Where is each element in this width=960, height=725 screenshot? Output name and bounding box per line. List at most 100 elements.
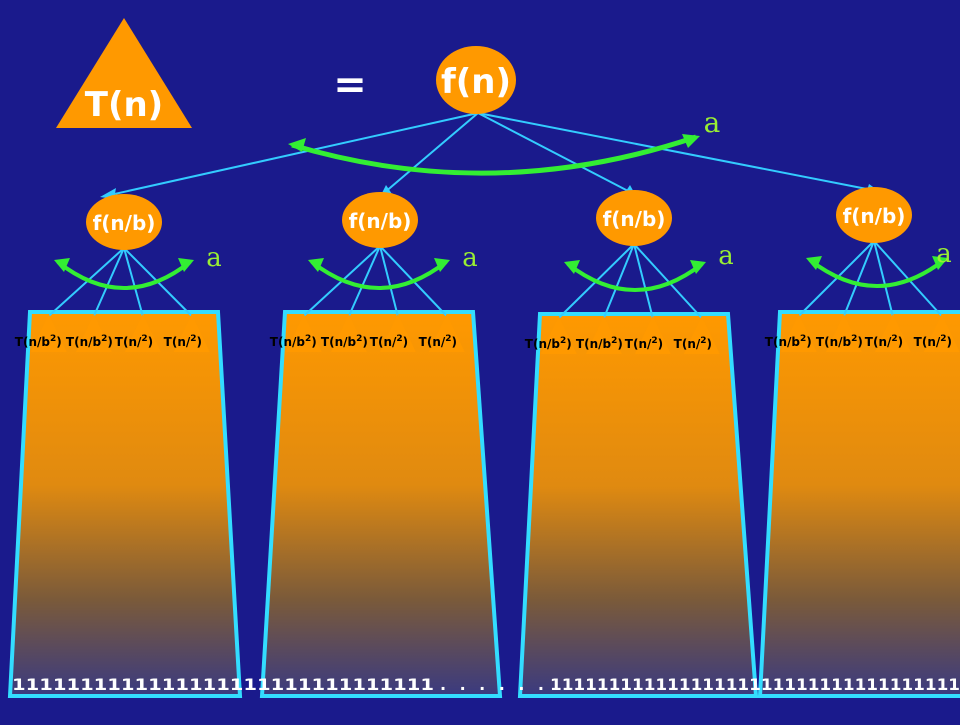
leaf-label: T(n/b2) bbox=[525, 336, 572, 351]
leaf-label-close: ) bbox=[56, 335, 61, 349]
bottom-ones-left: 1111111111111111111111111111111 bbox=[12, 675, 434, 694]
leaf-label-close: ) bbox=[806, 335, 811, 349]
leaf-label-text: T(n/ bbox=[914, 335, 941, 349]
subtree-body bbox=[7, 310, 243, 698]
leaf-label-exponent: 2 bbox=[560, 336, 566, 346]
arc-arrowhead bbox=[54, 258, 70, 272]
root-edge-4 bbox=[477, 112, 873, 191]
child-branch-arc bbox=[566, 262, 704, 292]
leaf-label-close: ) bbox=[452, 335, 457, 349]
leaf-label-text: T(n/b bbox=[270, 335, 306, 349]
root-triangle-label: T(n) bbox=[85, 85, 163, 125]
leaf-label: T(n/b2) bbox=[321, 334, 368, 349]
leaf-label-close: ) bbox=[947, 335, 952, 349]
leaf-label-text: T(n/ bbox=[370, 335, 397, 349]
leaf-label-exponent: 2 bbox=[700, 336, 706, 346]
arc-arrowhead bbox=[932, 256, 948, 270]
leaf-label: T(n/2) bbox=[370, 334, 408, 349]
child-node-label: f(n/b) bbox=[843, 204, 906, 228]
child-branch-arc bbox=[808, 258, 946, 288]
leaf-triangle bbox=[428, 314, 465, 352]
subtree-body bbox=[757, 310, 960, 698]
child-node bbox=[596, 190, 672, 246]
subtree-1: T(n/b2)T(n/b2)T(n/2)T(n/2)af(n/b) bbox=[7, 194, 243, 698]
arc-arrowhead bbox=[690, 260, 706, 274]
child-branch-arc bbox=[56, 260, 192, 290]
leaf-label-close: ) bbox=[148, 335, 153, 349]
leaf-label-text: T(n/ bbox=[164, 335, 191, 349]
leaf-label-exponent: 2 bbox=[611, 336, 617, 346]
leaf-label-close: ) bbox=[197, 335, 202, 349]
bottom-ones-right: 11111111111111111111111111111111111 bbox=[550, 675, 960, 694]
leaf-label-exponent: 2 bbox=[445, 334, 451, 344]
leaf-label-exponent: 2 bbox=[305, 334, 311, 344]
child-branch-label: a bbox=[936, 239, 952, 269]
leaf-label-exponent: 2 bbox=[50, 334, 56, 344]
subtrees: T(n/b2)T(n/b2)T(n/2)T(n/2)af(n/b)T(n/b2)… bbox=[7, 187, 960, 698]
child-edge bbox=[48, 247, 125, 317]
leaf-label: T(n/b2) bbox=[576, 336, 623, 351]
child-node-label: f(n/b) bbox=[349, 209, 412, 233]
arc-arrowhead bbox=[682, 134, 700, 148]
equals-sign: = bbox=[333, 62, 367, 108]
leaf-label: T(n/2) bbox=[419, 334, 457, 349]
leaf-label-text: T(n/b bbox=[525, 337, 561, 351]
leaf-label-text: T(n/b bbox=[816, 335, 852, 349]
arc-arrowhead bbox=[434, 258, 450, 272]
child-edge bbox=[93, 247, 125, 317]
child-branch-label: a bbox=[718, 241, 734, 271]
root-edges bbox=[109, 112, 873, 196]
child-edge bbox=[123, 247, 144, 317]
child-node bbox=[86, 194, 162, 250]
child-edge bbox=[842, 240, 875, 317]
leaf-label-close: ) bbox=[362, 335, 367, 349]
child-node-label: f(n/b) bbox=[603, 207, 666, 231]
leaf-label-exponent: 2 bbox=[190, 334, 196, 344]
child-branch-label: a bbox=[462, 243, 478, 273]
leaf-triangle bbox=[330, 314, 367, 352]
subtree-3: T(n/b2)T(n/b2)T(n/2)T(n/2)af(n/b) bbox=[517, 190, 759, 698]
arc-arrowhead bbox=[806, 256, 822, 270]
leaf-label-text: T(n/b bbox=[15, 335, 51, 349]
leaf-triangle bbox=[379, 314, 416, 352]
leaf-label-close: ) bbox=[707, 337, 712, 351]
root-branch-arc bbox=[291, 134, 697, 176]
leaf-label-close: ) bbox=[566, 337, 571, 351]
arc-arrowhead bbox=[308, 258, 324, 272]
subtree-body bbox=[259, 310, 503, 698]
leaf-triangle bbox=[780, 314, 817, 352]
leaf-label: T(n/2) bbox=[914, 334, 952, 349]
root-node bbox=[436, 46, 516, 114]
child-edge bbox=[633, 243, 703, 319]
leaf-triangle bbox=[874, 314, 911, 352]
child-branch-label: a bbox=[206, 243, 222, 273]
leaf-triangle bbox=[124, 314, 161, 352]
leaf-triangle bbox=[923, 314, 960, 352]
root-edge-1 bbox=[109, 112, 479, 196]
root-node-label: f(n) bbox=[441, 62, 511, 102]
leaf-label-text: T(n/b bbox=[321, 335, 357, 349]
leaf-label-text: T(n/ bbox=[115, 335, 142, 349]
child-edge bbox=[379, 245, 399, 317]
leaf-label: T(n/b2) bbox=[66, 334, 113, 349]
leaf-triangle bbox=[75, 314, 112, 352]
child-edge bbox=[348, 245, 381, 317]
leaf-label: T(n/2) bbox=[164, 334, 202, 349]
leaf-triangle bbox=[585, 316, 622, 354]
subtree-body bbox=[517, 312, 759, 698]
leaf-label: T(n/b2) bbox=[765, 334, 812, 349]
leaf-label-text: T(n/ bbox=[865, 335, 892, 349]
root-branch-label: a bbox=[704, 106, 721, 139]
leaf-label-text: T(n/ bbox=[625, 337, 652, 351]
leaf-triangle bbox=[540, 316, 577, 354]
leaf-label-exponent: 2 bbox=[141, 334, 147, 344]
leaf-label-text: T(n/ bbox=[674, 337, 701, 351]
leaf-label-exponent: 2 bbox=[891, 334, 897, 344]
leaf-label: T(n/2) bbox=[674, 336, 712, 351]
root-triangle bbox=[56, 18, 192, 128]
leaf-label-close: ) bbox=[617, 337, 622, 351]
leaf-label-close: ) bbox=[107, 335, 112, 349]
child-node-label: f(n/b) bbox=[93, 211, 156, 235]
leaf-label: T(n/b2) bbox=[15, 334, 62, 349]
